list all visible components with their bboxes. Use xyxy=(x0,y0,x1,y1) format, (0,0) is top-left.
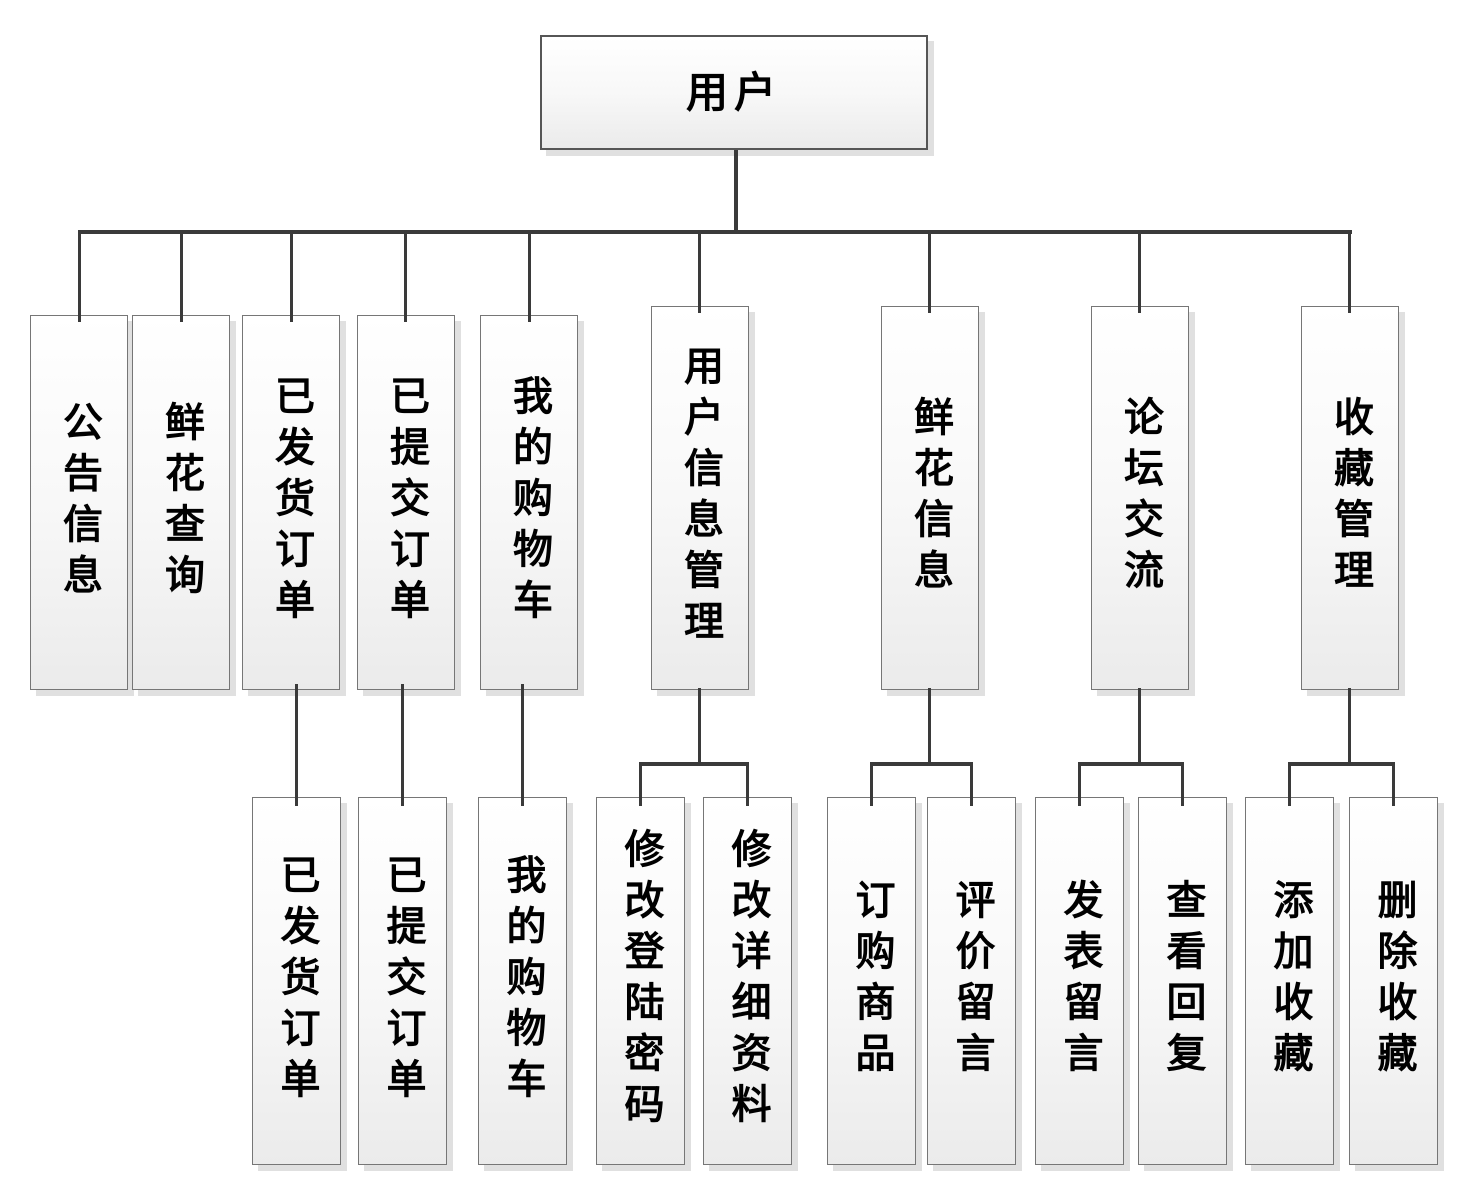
node-label: 用户 xyxy=(685,67,782,117)
node-review-message: 评价留言 xyxy=(927,797,1016,1165)
connector-child-bus xyxy=(639,762,749,766)
node-label: 鲜花查询 xyxy=(158,400,204,605)
connector-parent-stem xyxy=(928,688,931,764)
node-label: 我的购物车 xyxy=(506,375,552,630)
connector-bus xyxy=(78,230,1352,234)
node-label: 已发货订单 xyxy=(273,853,320,1109)
node-label: 论坛交流 xyxy=(1117,396,1163,600)
node-my-cart: 我的购物车 xyxy=(480,315,578,690)
connector-child-drop xyxy=(970,762,973,806)
node-label: 公告信息 xyxy=(56,400,102,605)
node-label: 查看回复 xyxy=(1159,879,1206,1083)
node-my-cart-child: 我的购物车 xyxy=(478,797,567,1165)
connector-child-drop xyxy=(1181,762,1184,806)
node-shipped-orders: 已发货订单 xyxy=(242,315,340,690)
node-label: 修改详细资料 xyxy=(724,828,771,1134)
connector-child-drop xyxy=(1078,762,1081,806)
connector-parent-stem xyxy=(1348,688,1351,764)
connector-drop xyxy=(404,232,407,322)
node-favorites-management: 收藏管理 xyxy=(1301,306,1399,690)
node-label: 已提交订单 xyxy=(383,375,429,630)
node-flower-info: 鲜花信息 xyxy=(881,306,979,690)
node-submitted-orders-child: 已提交订单 xyxy=(358,797,447,1165)
node-label: 已发货订单 xyxy=(268,375,314,630)
node-modify-detail-info: 修改详细资料 xyxy=(703,797,792,1165)
connector-child-drop xyxy=(639,762,642,806)
node-label: 添加收藏 xyxy=(1266,879,1313,1083)
node-post-message: 发表留言 xyxy=(1035,797,1124,1165)
node-label: 发表留言 xyxy=(1056,879,1103,1083)
connector-drop xyxy=(928,232,931,313)
node-flower-search: 鲜花查询 xyxy=(132,315,230,690)
connector-child-bus xyxy=(870,762,973,766)
node-view-replies: 查看回复 xyxy=(1138,797,1227,1165)
node-user-info-management: 用户信息管理 xyxy=(651,306,749,690)
connector-child-drop xyxy=(870,762,873,806)
node-label: 鲜花信息 xyxy=(907,396,953,600)
node-add-favorite: 添加收藏 xyxy=(1245,797,1334,1165)
node-label: 修改登陆密码 xyxy=(617,828,664,1134)
connector-drop xyxy=(1348,232,1351,313)
connector-single xyxy=(521,684,524,806)
connector-child-drop xyxy=(1392,762,1395,806)
connector-drop xyxy=(180,232,183,322)
connector-child-bus xyxy=(1288,762,1395,766)
node-label: 已提交订单 xyxy=(379,853,426,1109)
node-label: 用户信息管理 xyxy=(677,345,723,651)
node-label: 收藏管理 xyxy=(1327,396,1373,600)
node-label: 订购商品 xyxy=(848,879,895,1083)
node-label: 我的购物车 xyxy=(499,853,546,1109)
node-forum-exchange: 论坛交流 xyxy=(1091,306,1189,690)
connector-drop xyxy=(290,232,293,322)
node-delete-favorite: 删除收藏 xyxy=(1349,797,1438,1165)
connector-drop xyxy=(698,232,701,313)
node-announcement-info: 公告信息 xyxy=(30,315,128,690)
node-order-goods: 订购商品 xyxy=(827,797,916,1165)
node-modify-login-password: 修改登陆密码 xyxy=(596,797,685,1165)
connector-parent-stem xyxy=(698,688,701,764)
connector-drop xyxy=(1138,232,1141,313)
connector-child-drop xyxy=(1288,762,1291,806)
node-label: 删除收藏 xyxy=(1370,879,1417,1083)
connector-child-drop xyxy=(746,762,749,806)
connector-parent-stem xyxy=(1138,688,1141,764)
connector-drop xyxy=(528,232,531,322)
connector-single xyxy=(295,684,298,806)
connector-single xyxy=(401,684,404,806)
node-shipped-orders-child: 已发货订单 xyxy=(252,797,341,1165)
connector-child-bus xyxy=(1078,762,1184,766)
node-label: 评价留言 xyxy=(948,879,995,1083)
node-submitted-orders: 已提交订单 xyxy=(357,315,455,690)
node-user: 用户 xyxy=(540,35,928,150)
connector-drop xyxy=(78,232,81,322)
connector-root-drop xyxy=(734,150,738,234)
